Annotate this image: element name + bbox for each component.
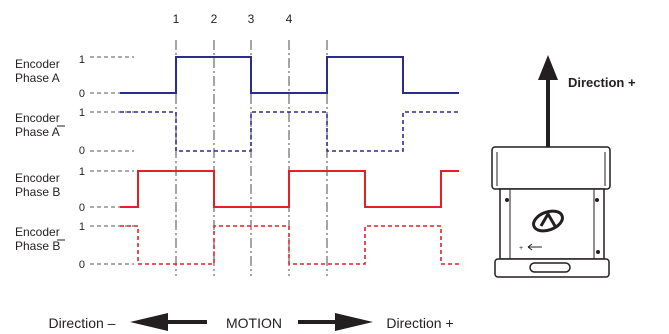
motion-left-arrowhead — [130, 313, 168, 331]
phase-b-not-low-level: 0 — [79, 259, 85, 271]
direction-minus-label: Direction – — [49, 315, 116, 331]
step-label-1: 1 — [173, 12, 180, 26]
phase-a-label-line2: Phase A — [15, 71, 60, 85]
phase-b-label-line2: Phase B — [15, 185, 60, 199]
encoder-device: Direction + + — [491, 55, 636, 278]
signal-waveform-3 — [120, 225, 459, 265]
motion-label: MOTION — [226, 315, 282, 331]
phase-b-low-level: 0 — [79, 202, 85, 214]
svg-text:+: + — [519, 245, 523, 252]
device-front-face — [499, 188, 605, 260]
phase-a-low-level: 0 — [79, 88, 85, 100]
device-connector — [529, 262, 571, 273]
phase-a-not-high-level: 1 — [79, 107, 85, 119]
phase-a-not-low-level: 0 — [79, 145, 85, 157]
level-reference-lines — [90, 56, 134, 265]
device-top-face — [491, 146, 611, 190]
phase-b-high-level: 1 — [79, 166, 85, 178]
motion-right-arrowhead — [335, 313, 373, 331]
device-logo-icon — [532, 209, 564, 233]
phase-b-not-high-level: 1 — [79, 221, 85, 233]
phase-a-high-level: 1 — [79, 54, 85, 66]
phase-a-not-label-line1: Encoder — [15, 111, 60, 125]
device-direction-arrowhead — [538, 55, 558, 80]
direction-plus-bottom-label: Direction + — [386, 315, 453, 331]
direction-plus-right-label: Direction + — [568, 75, 636, 90]
signal-waveform-2 — [120, 170, 459, 208]
signal-waveform-0 — [120, 56, 459, 94]
phase-a-label-line1: Encoder — [15, 57, 60, 71]
step-label-2: 2 — [211, 12, 218, 26]
signal-waveform-1 — [120, 111, 459, 152]
phase-a-not-label-line2: Phase A — [15, 125, 60, 139]
step-label-4: 4 — [286, 12, 293, 26]
phase-b-not-label-line1: Encoder — [15, 225, 60, 239]
waveforms — [120, 56, 459, 265]
phase-b-not-label-line2: Phase B — [15, 239, 60, 253]
step-label-3: 3 — [248, 12, 255, 26]
phase-b-label-line1: Encoder — [15, 171, 60, 185]
